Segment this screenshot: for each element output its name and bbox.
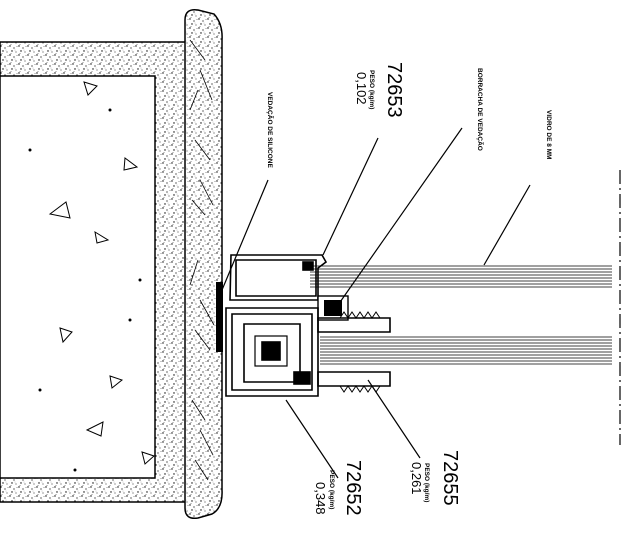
part-code-72653: 72653 [383, 62, 405, 118]
labels: VEDAÇÃO DE SILICONE BORRACHA DE VEDAÇÃO … [266, 62, 552, 516]
weight-label-72653: PESO (kg/m) [368, 70, 375, 109]
weight-72652: 0,348 [313, 482, 328, 515]
label-glass: VIDRO DE 8 MM [545, 110, 552, 159]
rubber-gasket [317, 295, 349, 321]
leader-lines [221, 127, 531, 479]
profile-72652 [225, 307, 319, 397]
label-silicone: VEDAÇÃO DE SILICONE [266, 92, 275, 169]
weight-label-72652: PESO (kg/m) [328, 470, 335, 509]
wall-section [0, 41, 191, 503]
weight-72655: 0,261 [409, 462, 424, 495]
weight-72653: 0,102 [354, 72, 369, 105]
part-code-72655: 72655 [439, 450, 461, 506]
profile-72653 [229, 254, 328, 301]
silicone-seal [216, 282, 223, 352]
glass-panes [310, 265, 612, 365]
part-code-72652: 72652 [342, 460, 364, 516]
concrete-aggregate [28, 81, 155, 472]
weight-label-72655: PESO (kg/m) [423, 463, 430, 502]
label-rubber-gasket: BORRACHA DE VEDAÇÃO [476, 68, 485, 151]
stone-cladding [184, 8, 223, 520]
